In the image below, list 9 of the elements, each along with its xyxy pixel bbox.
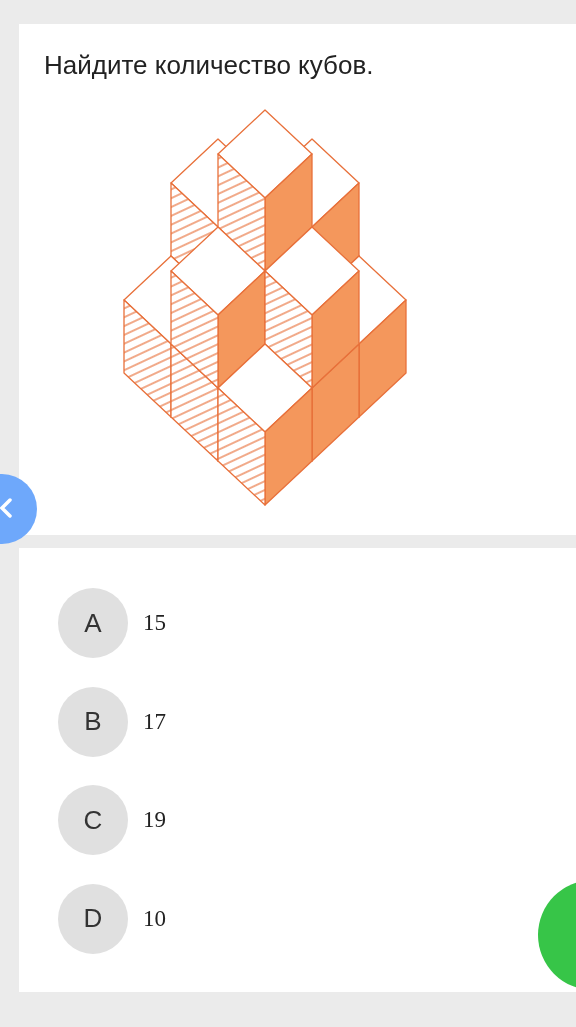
question-title: Найдите количество кубов. xyxy=(44,50,374,81)
option-value: 17 xyxy=(143,708,166,735)
option-value: 15 xyxy=(143,610,166,636)
option-letter-circle: B xyxy=(58,686,128,757)
option-letter-circle: A xyxy=(58,588,128,658)
option-value: 19 xyxy=(143,807,166,833)
option-value: 10 xyxy=(143,905,166,932)
option-letter-circle: C xyxy=(58,785,128,855)
option-letter-circle: D xyxy=(58,883,128,954)
